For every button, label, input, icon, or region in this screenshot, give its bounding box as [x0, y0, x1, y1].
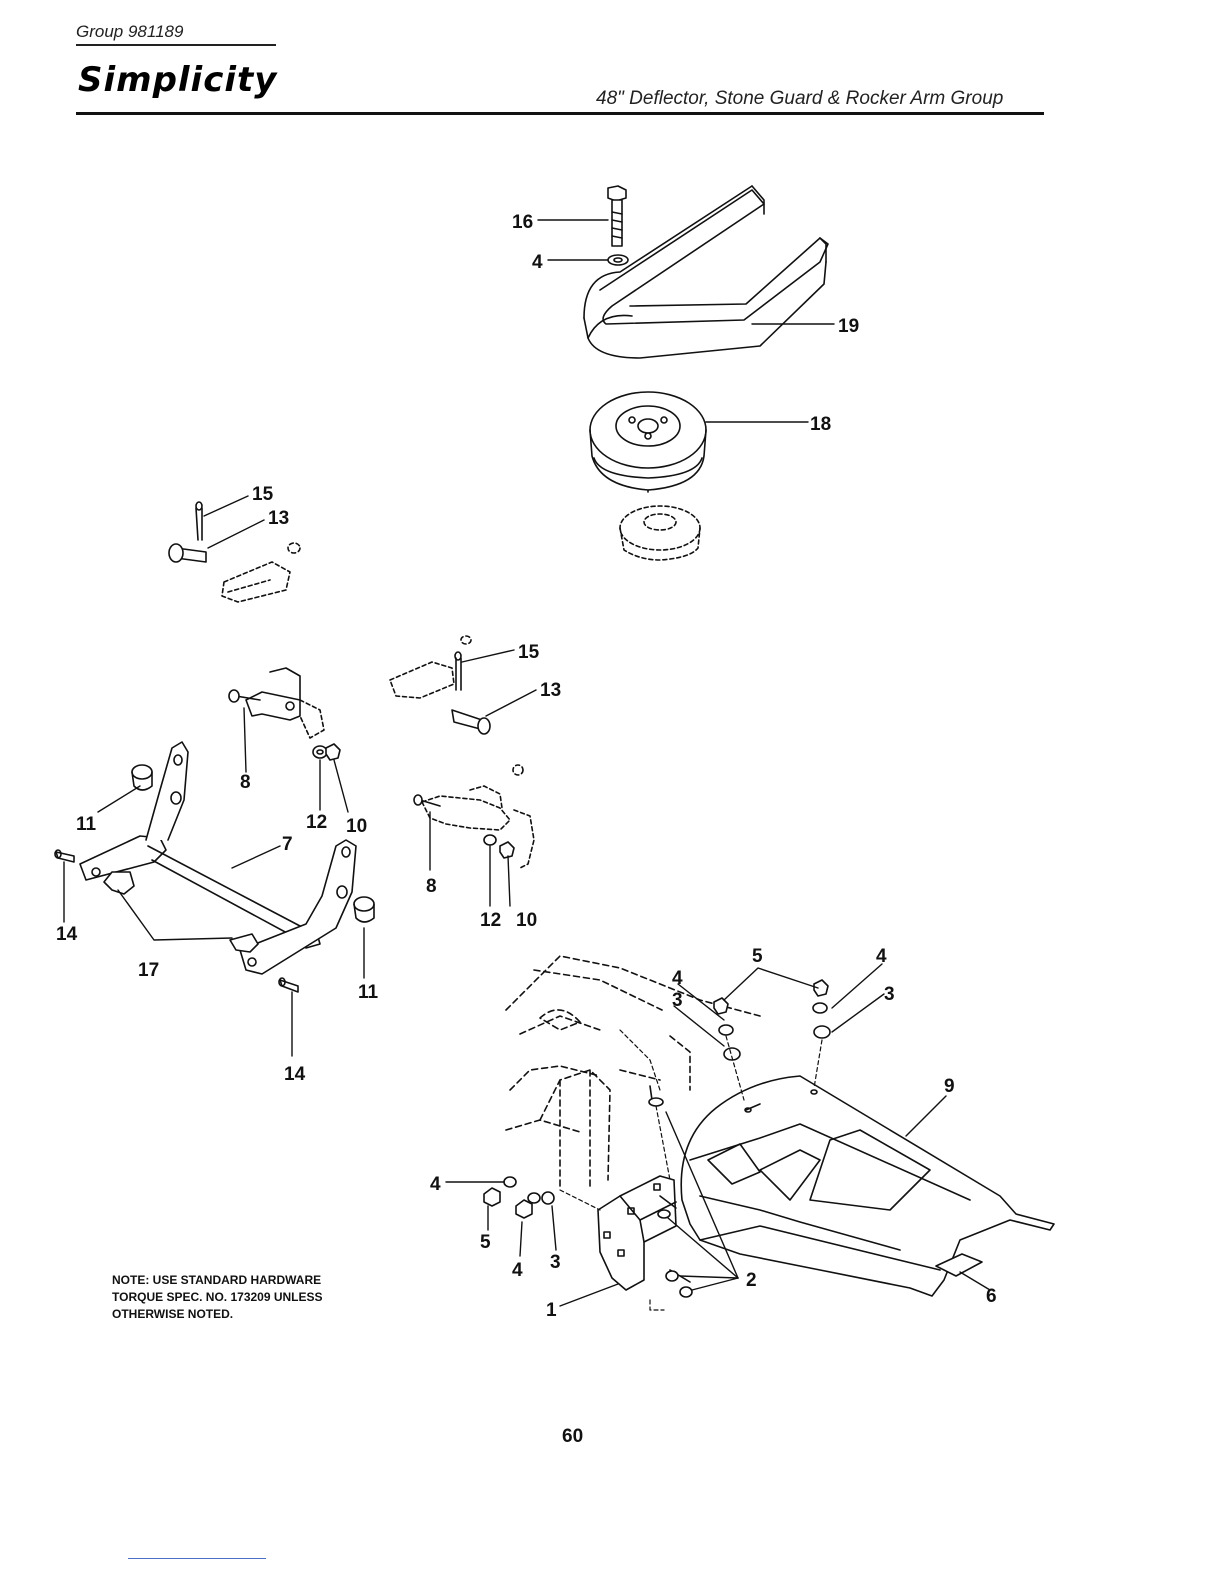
callout-5: 5	[480, 1232, 491, 1253]
callout-4: 4	[512, 1260, 523, 1281]
callout-18: 18	[810, 414, 831, 435]
callout-2: 2	[746, 1270, 757, 1291]
nut-10b-icon	[500, 842, 514, 858]
bushing-11b-icon	[354, 897, 374, 922]
phantom-link-upper-icon	[222, 543, 300, 602]
callout-15: 15	[518, 642, 540, 663]
callout-3: 3	[884, 984, 895, 1005]
callout-11: 11	[76, 814, 97, 835]
clevis-pin-13b-icon	[452, 710, 490, 734]
callout-12: 12	[480, 910, 501, 931]
nut-10-icon	[326, 744, 340, 760]
callout-4: 4	[430, 1174, 441, 1195]
note-line: OTHERWISE NOTED.	[112, 1306, 323, 1323]
callout-9: 9	[944, 1076, 955, 1097]
rocker-bracket-lower-icon	[422, 765, 534, 868]
callout-13: 13	[540, 680, 561, 701]
cotter-pin-15b-icon	[455, 652, 461, 690]
callout-19: 19	[838, 316, 859, 337]
callout-17: 17	[138, 960, 159, 981]
lock-washer-icon	[608, 255, 628, 265]
stone-guard-9-icon	[681, 1076, 1054, 1296]
callout-11: 11	[358, 982, 379, 1003]
callout-4: 4	[532, 252, 543, 273]
callout-10: 10	[346, 816, 367, 837]
callout-6: 6	[986, 1286, 997, 1307]
rocker-arm-7-icon	[80, 742, 356, 974]
callout-14: 14	[56, 924, 78, 945]
cotter-pin-15-icon	[196, 502, 202, 540]
bolt-16-icon	[608, 186, 626, 246]
rocker-bracket-upper-icon	[229, 668, 324, 738]
callout-10: 10	[516, 910, 537, 931]
callout-8: 8	[240, 772, 251, 793]
phantom-link-middle-icon	[390, 636, 471, 698]
washer-12-icon	[313, 746, 327, 758]
callout-7: 7	[282, 834, 293, 855]
pulley-hub-phantom-icon	[620, 506, 700, 560]
callout-3: 3	[550, 1252, 561, 1273]
clip-17b-icon	[230, 934, 258, 952]
callout-1: 1	[546, 1300, 557, 1321]
callout-15: 15	[252, 484, 274, 505]
footer-rule	[128, 1558, 266, 1559]
clevis-pin-13-icon	[169, 544, 206, 562]
callout-12: 12	[306, 812, 327, 833]
pin-14b-icon	[279, 978, 298, 992]
note-line: TORQUE SPEC. NO. 173209 UNLESS	[112, 1289, 323, 1306]
callout-8: 8	[426, 876, 437, 897]
callout-13: 13	[268, 508, 289, 529]
bracket-1-icon	[598, 1176, 676, 1290]
note-line: NOTE: USE STANDARD HARDWARE	[112, 1272, 323, 1289]
pin-14a-icon	[55, 850, 74, 862]
hardware-note: NOTE: USE STANDARD HARDWARE TORQUE SPEC.…	[112, 1272, 323, 1323]
callout-16: 16	[512, 212, 533, 233]
callout-5: 5	[752, 946, 763, 967]
bushing-11a-icon	[132, 765, 152, 790]
washer-12b-icon	[484, 835, 496, 845]
callout-4: 4	[876, 946, 887, 967]
callout-3: 3	[672, 990, 683, 1011]
callout-4: 4	[672, 968, 683, 989]
callout-14: 14	[284, 1064, 306, 1085]
pulley-18-icon	[590, 392, 706, 492]
page-number: 60	[562, 1426, 583, 1448]
